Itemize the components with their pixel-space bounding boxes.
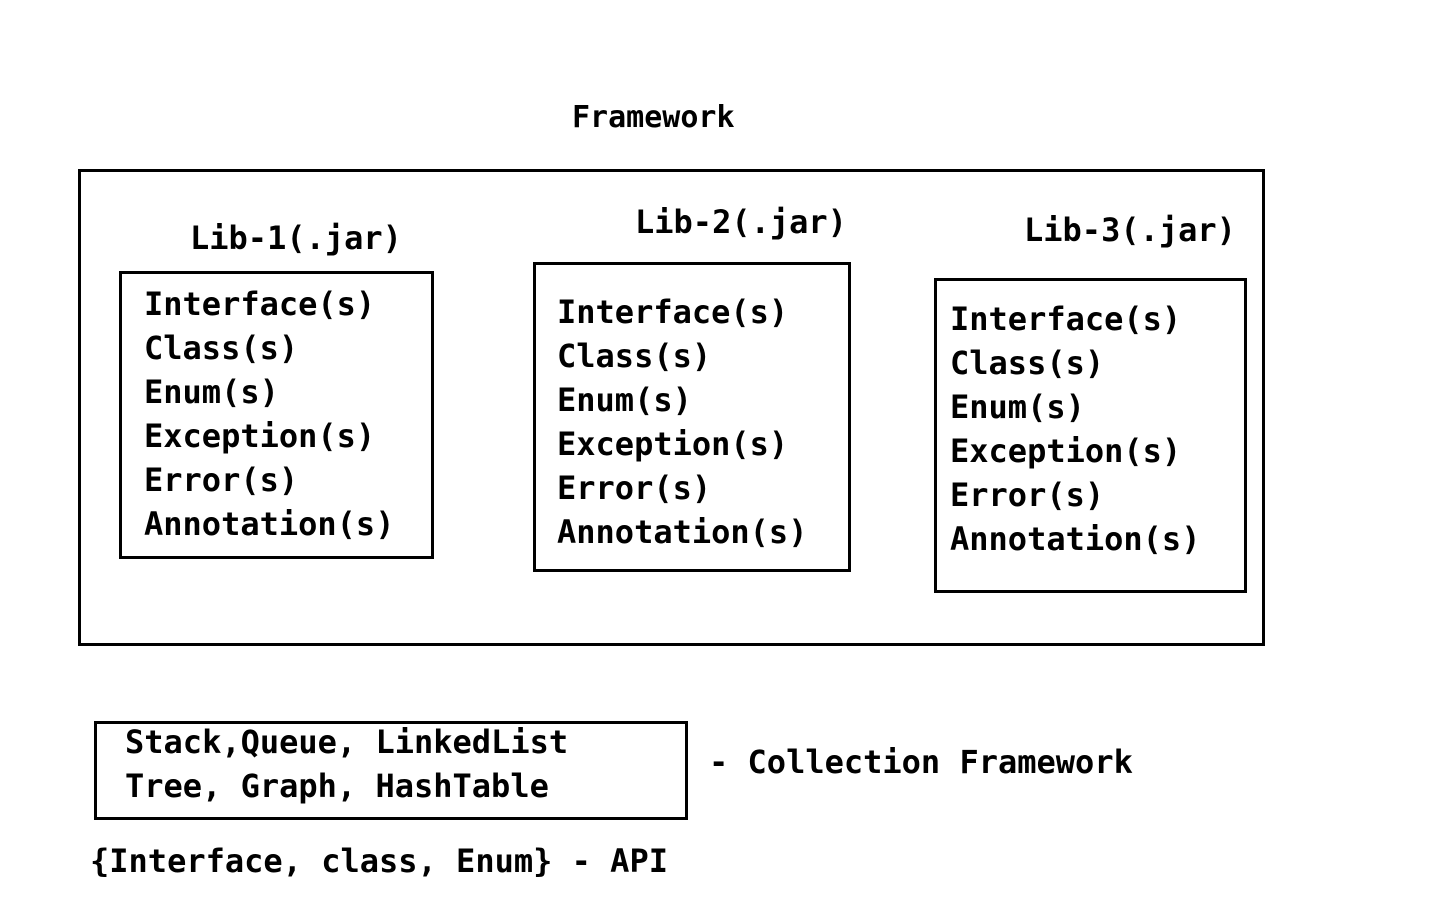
collection-box: [94, 721, 688, 820]
lib-3-item: Annotation(s): [950, 520, 1201, 558]
lib-1-item: Exception(s): [144, 417, 376, 455]
lib-1-item: Error(s): [144, 461, 299, 499]
lib-1-item: Interface(s): [144, 285, 376, 323]
lib-2-list: Interface(s) Class(s) Enum(s) Exception(…: [557, 290, 807, 554]
lib-3-label: Lib-3(.jar): [1024, 211, 1236, 249]
lib-1-item: Class(s): [144, 329, 299, 367]
lib-3-item: Enum(s): [950, 388, 1085, 426]
lib-1-item: Annotation(s): [144, 505, 395, 543]
lib-2-item: Interface(s): [557, 293, 789, 331]
lib-1-item: Enum(s): [144, 373, 279, 411]
lib-3-item: Error(s): [950, 476, 1105, 514]
lib-2-item: Annotation(s): [557, 513, 808, 551]
lib-3-item: Interface(s): [950, 300, 1182, 338]
lib-2-item: Class(s): [557, 337, 712, 375]
lib-2-item: Exception(s): [557, 425, 789, 463]
lib-1-box: [119, 271, 434, 559]
lib-3-list: Interface(s) Class(s) Enum(s) Exception(…: [950, 297, 1200, 561]
framework-container: [78, 169, 1265, 646]
lib-1-list: Interface(s) Class(s) Enum(s) Exception(…: [144, 282, 394, 546]
collection-line-2: Tree, Graph, HashTable: [125, 767, 549, 805]
lib-3-item: Exception(s): [950, 432, 1182, 470]
lib-3-item: Class(s): [950, 344, 1105, 382]
lib-2-box: [533, 262, 851, 572]
collection-line-1: Stack,Queue, LinkedList: [125, 723, 569, 761]
lib-1-label: Lib-1(.jar): [190, 219, 402, 257]
collection-caption: - Collection Framework: [709, 743, 1133, 781]
framework-title: Framework: [572, 100, 735, 135]
lib-2-item: Error(s): [557, 469, 712, 507]
api-line: {Interface, class, Enum} - API: [90, 842, 668, 880]
lib-3-box: [934, 278, 1247, 593]
lib-2-label: Lib-2(.jar): [635, 203, 847, 241]
lib-2-item: Enum(s): [557, 381, 692, 419]
